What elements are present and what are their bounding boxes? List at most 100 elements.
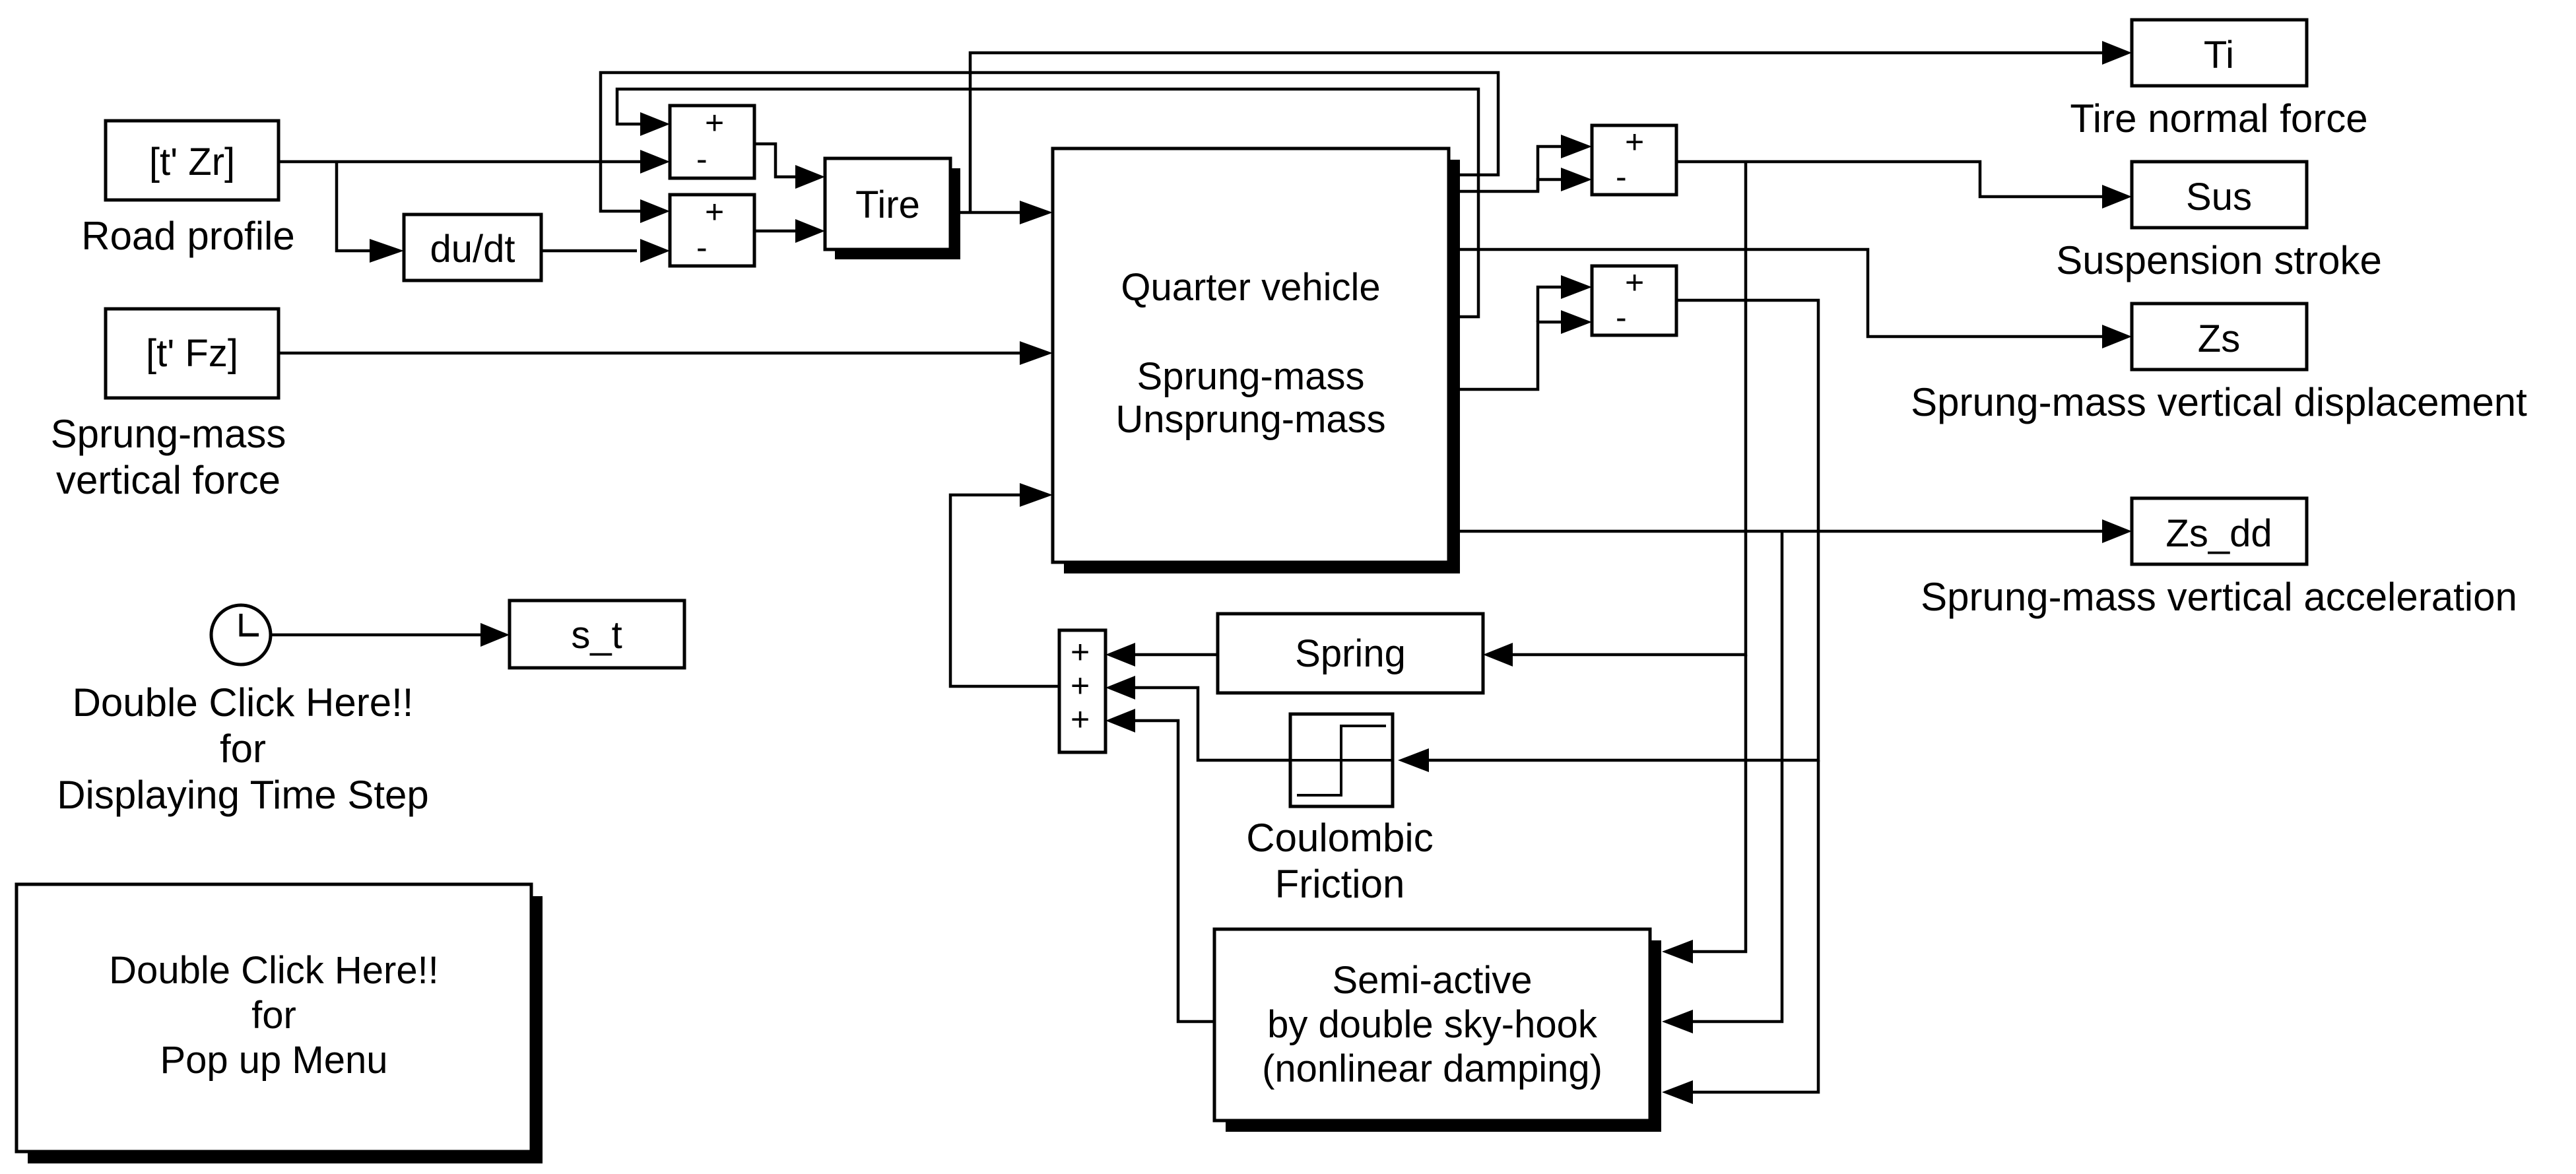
wire-coulomb-to-sum5 [1135, 686, 1290, 762]
semi-active-line2: by double sky-hook [1267, 1003, 1598, 1046]
sprung-force-source[interactable]: [t' Fz] [104, 307, 281, 400]
clock-caption-line2: for [220, 727, 266, 771]
output-zsdd[interactable]: Zs_dd [2130, 496, 2309, 566]
output-ti[interactable]: Ti [2130, 18, 2309, 88]
arrowhead [795, 165, 825, 189]
quarter-vehicle-line2: Sprung-mass [1137, 355, 1365, 398]
output-ti-label: Ti [2204, 34, 2234, 77]
spring-block[interactable]: Spring [1216, 612, 1485, 695]
arrowhead [1398, 748, 1429, 772]
output-zsdd-label: Zs_dd [2165, 512, 2272, 555]
output-sus[interactable]: Sus [2130, 160, 2309, 230]
coulombic-caption-line1: Coulombic [1246, 816, 1433, 860]
wire-zsdd-to-skyhook-2 [1693, 531, 1784, 1024]
sprung-force-caption-line1: Sprung-mass [51, 412, 286, 456]
arrowhead [1561, 310, 1592, 334]
sum1-plus: + [705, 104, 724, 141]
sum-block-1[interactable]: + - [668, 104, 756, 180]
arrowhead [2102, 519, 2132, 543]
derivative-block-label: du/dt [430, 228, 515, 271]
clock-block[interactable] [209, 603, 273, 667]
wire-sum4-to-skyhook-3 [1693, 760, 1820, 1094]
arrowhead [1106, 676, 1135, 700]
wire-vehicle-to-sum3-minus [1455, 178, 1561, 193]
output-zsdd-caption: Sprung-mass vertical acceleration [1921, 575, 2517, 619]
sum4-plus: + [1625, 264, 1644, 301]
output-zs[interactable]: Zs [2130, 302, 2309, 372]
wire-sum3-to-spring [1513, 162, 1748, 657]
wire-sum1-to-tire [754, 142, 795, 179]
arrowhead [1106, 643, 1135, 667]
wire-skyhook-to-sum5 [1135, 719, 1214, 1024]
road-profile-block-label: [t' Zr] [149, 141, 235, 183]
arrowhead [1662, 1010, 1693, 1033]
semi-active-line1: Semi-active [1333, 959, 1533, 1002]
popup-line2: for [251, 994, 296, 1037]
time-step-output-label: s_t [571, 614, 622, 657]
coulomb-friction-curve [1297, 725, 1386, 797]
wire-tire-to-ti [968, 51, 2102, 212]
output-zs-label: Zs [2198, 317, 2240, 360]
popup-line3: Pop up Menu [160, 1039, 387, 1082]
sum3-plus: + [1625, 123, 1644, 160]
arrowheads [370, 41, 2132, 1104]
arrowhead [2102, 185, 2132, 209]
sum5-plus-1: + [1071, 634, 1090, 670]
arrowhead [370, 239, 404, 263]
arrowhead [1662, 940, 1693, 963]
sum5-plus-2: + [1071, 667, 1090, 704]
sum-block-5[interactable]: + + + [1057, 628, 1107, 754]
arrowhead [1020, 341, 1053, 365]
arrowhead [640, 239, 670, 263]
arrowhead [1561, 275, 1592, 299]
sum-block-2[interactable]: + - [668, 193, 756, 268]
sum3-minus: - [1616, 158, 1627, 195]
tire-block-label: Tire [855, 183, 920, 226]
sum2-minus: - [696, 229, 708, 266]
signal-wires [271, 51, 2102, 1094]
wire-sum3-to-skyhook-1 [1693, 655, 1748, 954]
arrowhead [1106, 709, 1135, 733]
wire-feedback-1 [599, 71, 1500, 213]
sum-block-4[interactable]: + - [1590, 264, 1678, 337]
arrowhead [2102, 325, 2132, 348]
semi-active-line3: (nonlinear damping) [1262, 1047, 1602, 1090]
time-step-output[interactable]: s_t [508, 599, 686, 670]
wire-zr-to-dudt [335, 162, 370, 253]
sprung-force-block-label: [t' Fz] [146, 332, 238, 375]
clock-hands [239, 614, 259, 637]
arrowhead [795, 219, 825, 243]
wire-sum4-to-coulomb [1429, 298, 1820, 762]
quarter-vehicle-title: Quarter vehicle [1121, 266, 1380, 309]
quarter-vehicle-block[interactable]: Quarter vehicle Sprung-mass Unsprung-mas… [1051, 147, 1460, 573]
derivative-block[interactable]: du/dt [402, 212, 543, 282]
clock-caption-line1: Double Click Here!! [73, 680, 414, 725]
road-profile-source[interactable]: [t' Zr] [104, 119, 281, 202]
road-profile-caption: Road profile [81, 214, 295, 258]
sum2-plus: + [705, 193, 724, 230]
arrowhead [640, 150, 670, 174]
arrowhead [1561, 168, 1592, 191]
coulombic-caption-line2: Friction [1275, 862, 1405, 906]
coulombic-friction-block[interactable] [1288, 712, 1395, 808]
sum1-minus: - [696, 141, 708, 178]
output-sus-caption: Suspension stroke [2056, 238, 2382, 282]
wire-vehicle-to-sum4-plus [1536, 285, 1561, 322]
spring-block-label: Spring [1295, 632, 1406, 675]
arrowhead [1561, 135, 1592, 158]
arrowhead [1483, 643, 1513, 667]
quarter-vehicle-line3: Unsprung-mass [1115, 398, 1385, 441]
wire-sum5-to-vehicle [948, 493, 1059, 688]
popup-line1: Double Click Here!! [109, 949, 439, 992]
wire-feedback-2 [615, 87, 1480, 319]
sprung-force-caption-line2: vertical force [56, 458, 281, 502]
output-sus-label: Sus [2186, 176, 2252, 218]
arrowhead [640, 112, 670, 136]
popup-menu-block[interactable]: Double Click Here!! for Pop up Menu [15, 882, 543, 1163]
semi-active-skyhook-block[interactable]: Semi-active by double sky-hook (nonlinea… [1212, 927, 1661, 1132]
output-ti-caption: Tire normal force [2070, 96, 2367, 141]
clock-caption-line3: Displaying Time Step [57, 773, 429, 817]
sum-block-3[interactable]: + - [1590, 123, 1678, 197]
tire-block[interactable]: Tire [823, 156, 960, 259]
